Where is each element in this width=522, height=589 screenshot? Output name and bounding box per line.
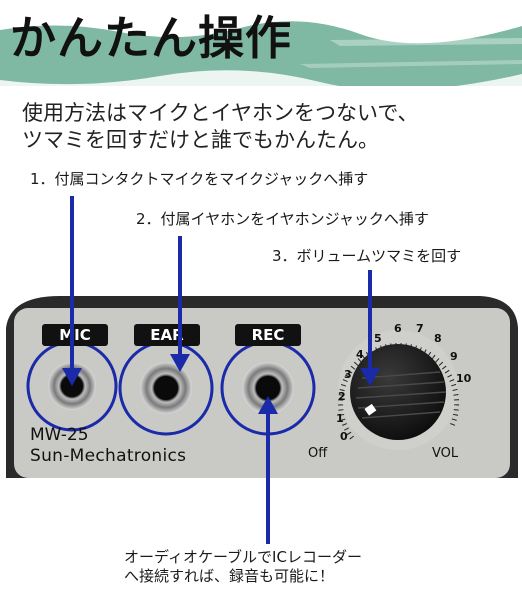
knob-scale-6: 6: [394, 322, 402, 335]
step-1: 1．付属コンタクトマイクをマイクジャックへ挿す: [30, 170, 369, 188]
intro-line-1: 使用方法はマイクとイヤホンをつないで、: [22, 101, 419, 125]
ear-label: EAR: [134, 324, 200, 346]
off-label: Off: [308, 446, 328, 461]
note-line-2: へ接続すれば、録音も可能に！: [124, 567, 335, 585]
knob-scale-4: 4: [356, 348, 364, 361]
recording-note: オーディオケーブルでICレコーダー へ接続すれば、録音も可能に！: [124, 548, 362, 586]
intro-line-2: ツマミを回すだけと誰でもかんたん。: [22, 128, 379, 152]
page-title: かんたん操作: [10, 11, 292, 65]
knob-scale-5: 5: [374, 332, 382, 345]
title-banner: [0, 20, 522, 86]
knob-scale-10: 10: [456, 372, 472, 385]
vol-label: VOL: [432, 446, 459, 461]
banner-brush-decoration: [0, 20, 522, 86]
knob-scale-0: 0: [340, 430, 348, 443]
note-line-1: オーディオケーブルでICレコーダー: [124, 548, 362, 566]
knob-scale-7: 7: [416, 322, 424, 335]
step-3: 3．ボリュームツマミを回す: [272, 247, 462, 265]
knob-scale-9: 9: [450, 350, 458, 363]
knob-scale-8: 8: [434, 332, 442, 345]
rec-label: REC: [235, 324, 301, 346]
model-name: MW-25: [30, 425, 89, 445]
step-2: 2．付属イヤホンをイヤホンジャックへ挿す: [136, 210, 429, 228]
mic-label: MIC: [42, 324, 108, 346]
knob-scale-3: 3: [344, 368, 352, 381]
maker-name: Sun-Mechatronics: [30, 446, 187, 466]
intro-text: 使用方法はマイクとイヤホンをつないで、 ツマミを回すだけと誰でもかんたん。: [22, 100, 512, 154]
knob-scale-1: 1: [336, 412, 344, 425]
knob-scale-2: 2: [338, 390, 346, 403]
